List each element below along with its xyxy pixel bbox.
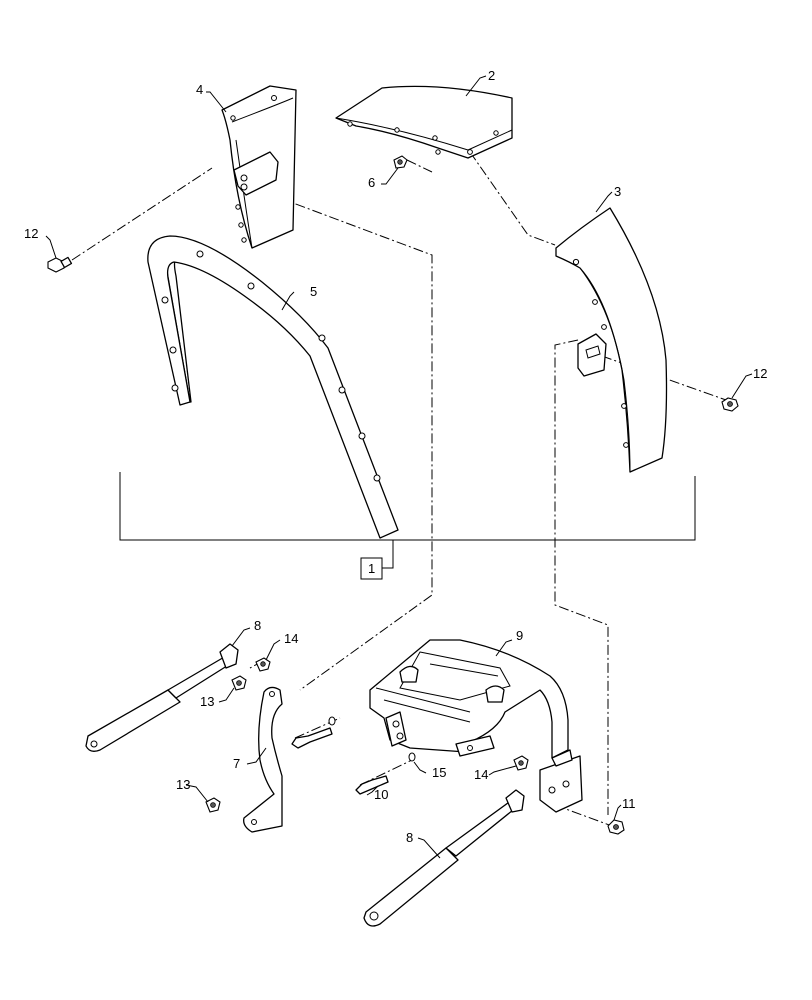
part-8-gas-strut-lower[interactable]: [363, 789, 525, 927]
callout-9: 9: [516, 628, 523, 643]
callout-13-lower: 13: [176, 777, 190, 792]
part-11-bolt[interactable]: [607, 819, 625, 835]
callout-8-lower: 8: [406, 830, 413, 845]
part-12-bolt-left[interactable]: [47, 256, 73, 273]
callout-8-upper: 8: [254, 618, 261, 633]
callout-14-upper: 14: [284, 631, 298, 646]
callout-7: 7: [233, 756, 240, 771]
part-5-tube-frame[interactable]: [147, 235, 399, 539]
callout-15: 15: [432, 765, 446, 780]
part-3-right-fender-panel[interactable]: [555, 207, 668, 473]
part-1-assembly-bracket: [119, 472, 696, 580]
callout-2: 2: [488, 68, 495, 83]
part-12-bolt-right[interactable]: [721, 397, 739, 412]
callout-3: 3: [614, 184, 621, 199]
part-13-screw-upper[interactable]: [231, 675, 247, 691]
part-2-top-cover[interactable]: [335, 85, 513, 159]
part-10-bolts[interactable]: [291, 727, 389, 795]
callout-13-upper: 13: [200, 694, 214, 709]
leader-lines: [45, 75, 753, 859]
callout-6: 6: [368, 175, 375, 190]
callout-12-right: 12: [753, 366, 767, 381]
callout-4: 4: [196, 82, 203, 97]
part-15-washers[interactable]: [328, 716, 416, 762]
callout-14-lower: 14: [474, 767, 488, 782]
callout-labels: 1 2 3 4 5 6 7 8 8 9 10 11 12 12 13 13 14…: [24, 68, 767, 845]
callout-1: 1: [368, 561, 375, 576]
callout-12-left: 12: [24, 226, 38, 241]
part-13-screw-lower[interactable]: [205, 797, 221, 813]
part-8-gas-strut-upper[interactable]: [85, 643, 239, 752]
part-14-nut-lower[interactable]: [513, 755, 529, 771]
callout-5: 5: [310, 284, 317, 299]
part-14-nut-upper[interactable]: [255, 657, 271, 672]
callout-10: 10: [374, 787, 388, 802]
part-9-main-bracket[interactable]: [369, 639, 583, 813]
part-6-screw[interactable]: [393, 155, 408, 169]
part-4-left-upper-trim-panel[interactable]: [221, 85, 297, 249]
callout-11: 11: [622, 796, 636, 811]
part-7-mounting-strap[interactable]: [243, 686, 283, 833]
